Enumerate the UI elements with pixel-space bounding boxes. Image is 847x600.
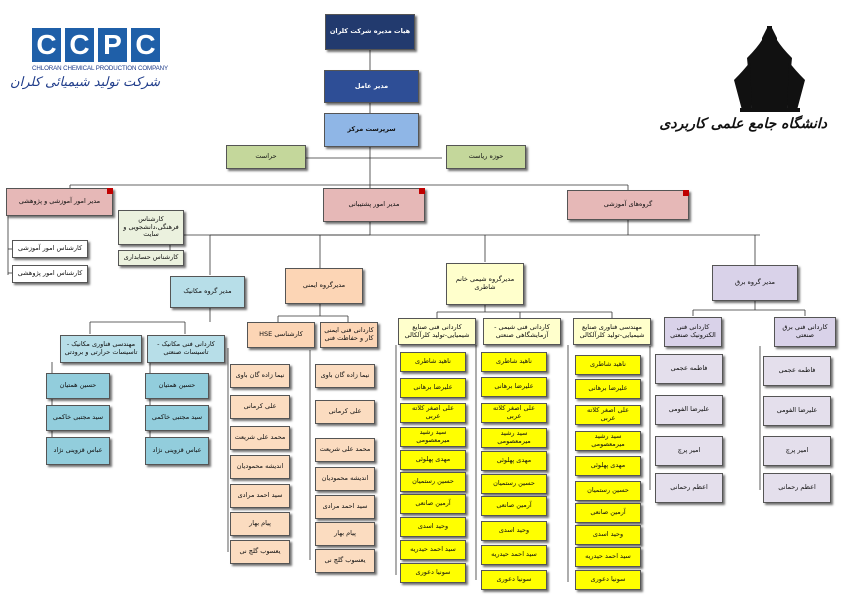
ccpc-english-name: CHLORAN CHEMICAL PRODUCTION COMPANY [32,65,169,72]
staff-box: سید مجتبی خاکمی [46,405,110,431]
ccpc-logo: C C P C CHLORAN CHEMICAL PRODUCTION COMP… [10,28,169,108]
electrical-head-box: مدیر گروه برق [712,265,798,301]
staff-box: ناهید شاطری [481,352,547,372]
staff-box: آرمین صانعی [575,503,641,523]
flag-marker [683,190,689,196]
staff-box: سید رشید میرمعصومی [400,427,466,447]
electrical-program-box: کاردانی فنی برق صنعتی [774,317,836,347]
educational-groups-box: گروه‌های آموزشی [567,190,689,220]
center-head-box: سرپرست مرکز [324,113,419,147]
ccpc-persian-name: شرکت تولید شیمیائی کلران [10,75,160,90]
staff-box: سید رشید میرمعصومی [575,431,641,451]
mechanical-program-box: مهندسی فناوری مکانیک - تاسیسات حرارتی و … [60,335,142,363]
staff-box: علی اصغر کلاته عربی [481,403,547,423]
staff-box: علیرضا برهانی [400,378,466,398]
staff-box: علیرضا برهانی [481,377,547,397]
staff-box: پیام بهار [315,522,375,546]
staff-box: اعظم رحمانی [655,473,723,503]
safety-head-box: مدیرگروه ایمنی [285,268,363,304]
research-expert-box: کارشناس امور پژوهشی [12,265,88,283]
staff-box: حسین همتیان [145,373,209,399]
chemistry-program-box: کاردانی فنی صنایع شیمیایی-تولید کلرآلکال… [398,318,476,345]
education-research-manager-box: مدیر امور آموزشی و پژوهشی [6,188,113,216]
staff-box: نیما زاده گان باوی [315,364,375,388]
chemistry-program-box: مهندسی فناوری صنایع شیمیایی-تولید کلرآلک… [573,318,651,345]
security-box: حراست [226,145,306,169]
safety-program-box: کارشناسی HSE [247,322,315,348]
staff-box: علی کرمانی [230,395,290,419]
electrical-program-box: کاردانی فنی الکترونیک صنعتی [664,317,722,347]
staff-box: علیرضا برهانی [575,379,641,399]
staff-box: امیر پرچ [763,436,831,466]
staff-box: سید احمد حیدریه [575,547,641,567]
staff-box: علیرضا الفومی [655,395,723,425]
presidency-box: حوزه ریاست [446,145,526,169]
safety-program-box: کاردانی فنی ایمنی کار و حفاظت فنی [320,322,378,348]
flag-marker [419,188,425,194]
mechanical-head-box: مدیر گروه مکانیک [170,276,245,308]
staff-box: نیما زاده گان باوی [230,364,290,388]
staff-box: مهدی پهلوئی [575,456,641,476]
staff-box: وحید اسدی [575,525,641,545]
staff-box: سونیا دعوری [575,570,641,590]
culture-expert-box: کارشناس فرهنگی،دانشجویی و سایت [118,210,184,245]
chemistry-program-box: کاردانی فنی شیمی - آزمایشگاهی صنعتی [483,318,561,345]
staff-box: سید رشید میرمعصومی [481,428,547,448]
staff-box: سید احمد مرادی [315,495,375,519]
staff-box: سید مجتبی خاکمی [145,405,209,431]
logo-letter: C [131,28,160,62]
staff-box: محمد علی شریعت [230,426,290,450]
staff-box: سونیا دعوری [481,570,547,590]
staff-box: اعظم رحمانی [763,473,831,503]
staff-box: عباس قزوینی نژاد [145,437,209,465]
staff-box: علیرضا الفومی [763,396,831,426]
mechanical-program-box: کاردانی فنی مکانیک - تاسیسات صنعتی [147,335,225,363]
staff-box: حسین همتیان [46,373,110,399]
staff-box: سید احمد حیدریه [400,540,466,560]
staff-box: حسین رستمیان [481,474,547,494]
staff-box: حسین رستمیان [400,472,466,492]
staff-box: امیر پرچ [655,436,723,466]
ceo-box: مدیر عامل [324,70,419,103]
logo-letter: P [98,28,127,62]
staff-box: علی کرمانی [315,400,375,424]
staff-box: مهدی پهلوئی [400,450,466,470]
staff-box: پیام بهار [230,512,290,536]
staff-box: ناهید شاطری [575,355,641,375]
flag-marker [107,188,113,194]
board-box: هیات مدیره شرکت کلران [325,14,415,50]
staff-box: آرمین صانعی [400,494,466,514]
staff-box: فاطمه عجمی [763,356,831,386]
staff-box: یعسوب گلچ نی [230,540,290,564]
university-name: دانشگاه جامع علمی کاربردی [659,116,827,132]
staff-box: وحید اسدی [481,521,547,541]
staff-box: عباس قزوینی نژاد [46,437,110,465]
logo-letter: C [32,28,61,62]
staff-box: آرمین صانعی [481,496,547,516]
staff-box: سونیا دعوری [400,563,466,583]
university-logo: دانشگاه جامع علمی کاربردی [659,18,827,148]
staff-box: وحید اسدی [400,517,466,537]
staff-box: ناهید شاطری [400,352,466,372]
logo-letter: C [65,28,94,62]
chemistry-head-box: مدیرگروه شیمی خانم شاطری [446,263,524,305]
education-expert-box: کارشناس امور آموزشی [12,240,88,258]
staff-box: علی اصغر کلاته عربی [400,403,466,423]
staff-box: سید احمد حیدریه [481,545,547,565]
staff-box: اندیشه محمودیان [230,455,290,479]
staff-box: سید احمد مرادی [230,484,290,508]
accounting-expert-box: کارشناس حسابداری [118,250,184,266]
staff-box: محمد علی شریعت [315,438,375,462]
staff-box: اندیشه محمودیان [315,467,375,491]
support-manager-box: مدیر امور پشتیبانی [323,188,425,222]
staff-box: یعسوب گلچ نی [315,549,375,573]
university-emblem-icon [734,26,805,112]
staff-box: حسین رستمیان [575,481,641,501]
staff-box: مهدی پهلوئی [481,451,547,471]
staff-box: علی اصغر کلاته عربی [575,405,641,425]
staff-box: فاطمه عجمی [655,354,723,384]
